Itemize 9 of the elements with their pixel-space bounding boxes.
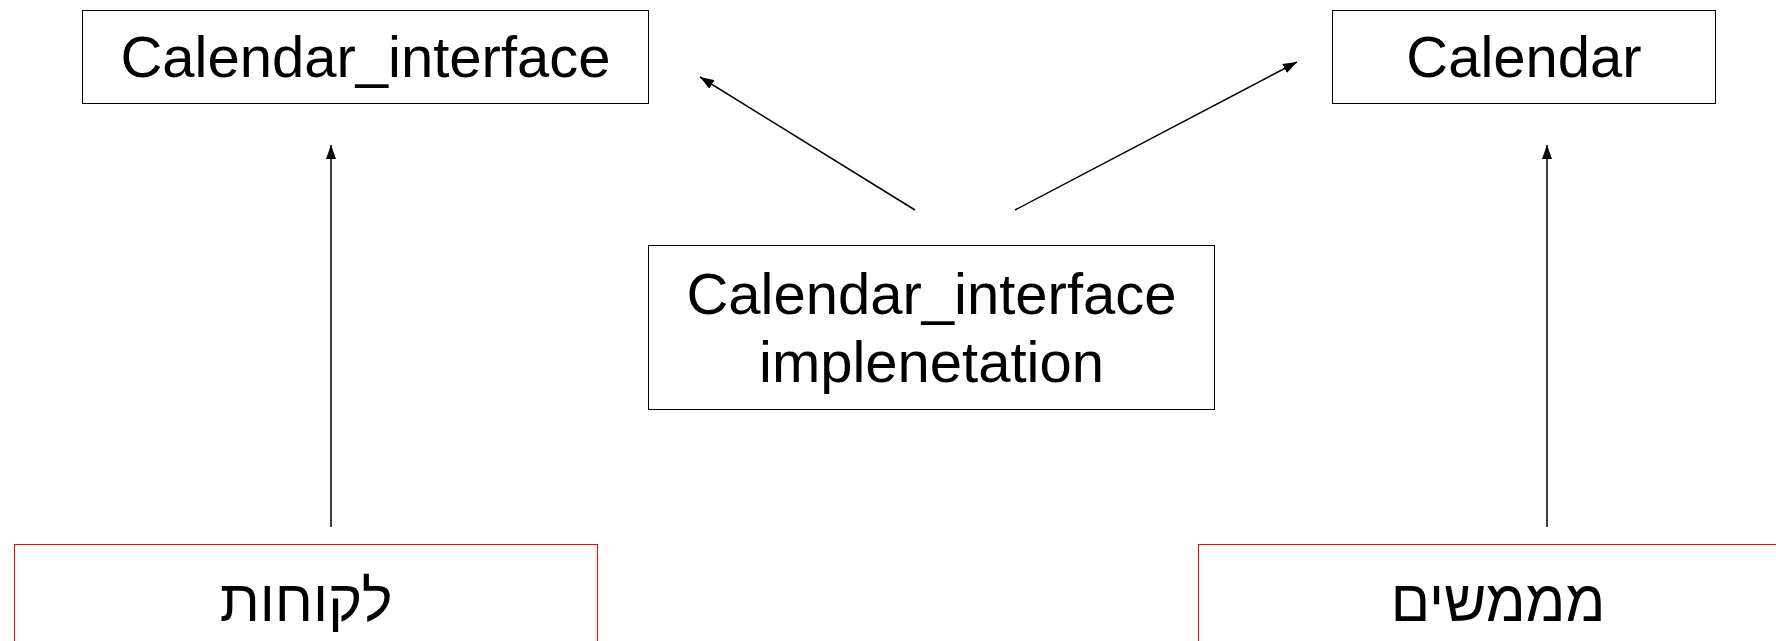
box: מממשים (1198, 544, 1776, 641)
box: לקוחות (14, 544, 598, 641)
arrow (1014, 61, 1298, 211)
arrow (699, 76, 916, 211)
box: Calendar_interface implenetation (648, 245, 1215, 410)
box: Calendar (1332, 10, 1716, 104)
box: Calendar_interface (82, 10, 649, 104)
arrow (1542, 144, 1552, 528)
arrow (326, 144, 336, 528)
